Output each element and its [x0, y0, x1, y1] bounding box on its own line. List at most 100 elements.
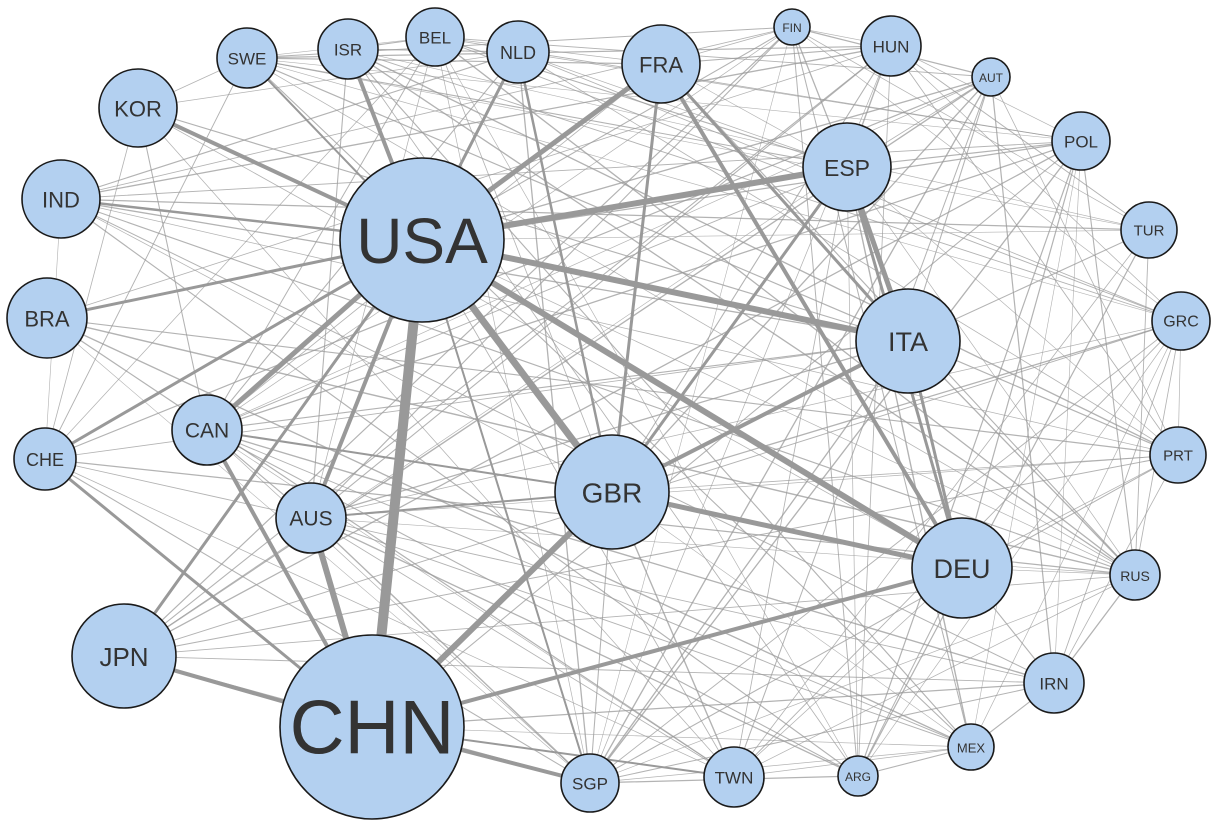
strong-edge-ita-fra: [659, 62, 910, 343]
edge-fin-tur: [791, 26, 1150, 231]
edge-pol-arg: [857, 140, 1082, 777]
node-circle-pol: [1051, 111, 1111, 171]
node-fin: FIN: [773, 8, 811, 46]
strong-edge-usa-sgp: [421, 239, 591, 784]
strong-edge-gbr-nld: [516, 50, 614, 494]
edge-mex-sgp: [589, 746, 972, 784]
node-ind: IND: [21, 159, 101, 239]
edge-isr-tur: [347, 48, 1150, 231]
edge-gbr-hun: [611, 45, 892, 493]
node-label-gbr: GBR: [582, 478, 643, 509]
strong-edge-gbr-can: [206, 429, 613, 493]
edge-can-bel: [206, 36, 436, 431]
node-label-isr: ISR: [334, 41, 362, 60]
edge-deu-pol: [961, 140, 1082, 569]
edge-esp-can: [206, 166, 848, 431]
edge-ind-prt: [60, 198, 1179, 456]
edge-hun-tur: [890, 45, 1150, 231]
strong-edge-gbr-esp: [610, 165, 849, 494]
edge-esp-mex: [846, 166, 972, 748]
node-mex: MEX: [947, 723, 995, 771]
edge-gbr-bel: [434, 36, 613, 493]
edge-deu-kor: [137, 107, 963, 569]
node-arg: ARG: [837, 755, 879, 797]
node-label-rus: RUS: [1120, 568, 1150, 584]
node-sgp: SGP: [560, 753, 620, 813]
node-label-usa: USA: [356, 205, 488, 277]
edge-gbr-ind: [60, 198, 613, 493]
edge-rus-twn: [733, 574, 1136, 778]
node-label-kor: KOR: [114, 97, 162, 122]
edge-swe-rus: [246, 57, 1136, 576]
edge-can-mex: [206, 429, 972, 748]
node-label-chn: CHN: [290, 686, 455, 771]
edge-bra-prt: [46, 317, 1179, 456]
edge-kor-can: [137, 107, 208, 431]
edge-fin-grc: [791, 26, 1182, 322]
edge-ita-can: [206, 340, 909, 431]
node-nld: NLD: [486, 20, 550, 84]
node-bel: BEL: [405, 7, 465, 67]
nodes: USACHNGBRDEUITAESPFRAJPNKORINDBRACANAUSC…: [6, 7, 1211, 820]
node-grc: GRC: [1151, 291, 1211, 351]
node-circle-gbr: [554, 434, 670, 550]
edge-can-sgp: [206, 429, 591, 784]
node-circle-mex: [947, 723, 995, 771]
node-irn: IRN: [1023, 652, 1085, 714]
node-circle-sgp: [560, 753, 620, 813]
edge-hun-prt: [890, 45, 1179, 456]
strong-edge-gbr-deu: [609, 489, 965, 571]
node-label-ita: ITA: [888, 327, 928, 357]
edge-ind-pol: [60, 140, 1082, 200]
node-esp: ESP: [802, 122, 892, 212]
edge-hun-grc: [890, 45, 1182, 322]
node-circle-aut: [971, 57, 1011, 97]
node-swe: SWE: [216, 27, 278, 89]
node-label-esp: ESP: [824, 155, 870, 181]
edge-swe-mex: [246, 57, 972, 748]
node-label-bel: BEL: [419, 29, 451, 48]
edge-grc-arg: [857, 320, 1182, 777]
node-label-sgp: SGP: [572, 775, 608, 794]
edge-pol-mex: [970, 140, 1082, 748]
edge-irn-sgp: [589, 682, 1055, 784]
edge-pol-irn: [1053, 140, 1082, 684]
node-circle-swe: [216, 27, 278, 89]
edge-esp-twn: [733, 166, 848, 778]
node-circle-jpn: [71, 603, 177, 709]
node-tur: TUR: [1120, 201, 1178, 259]
node-twn: TWN: [703, 746, 765, 808]
node-gbr: GBR: [554, 434, 670, 550]
node-isr: ISR: [317, 18, 379, 80]
edge-tur-rus: [1134, 229, 1150, 576]
node-label-hun: HUN: [873, 38, 910, 57]
node-circle-fra: [621, 24, 701, 104]
edge-che-swe: [44, 57, 248, 460]
edge-grc-mex: [970, 320, 1182, 748]
edge-usa-tur: [421, 229, 1150, 241]
strong-edge-usa-deu: [419, 237, 965, 571]
edge-kor-nld: [137, 51, 519, 109]
edge-gbr-aut: [611, 76, 992, 493]
edge-kor-che: [44, 107, 139, 460]
node-circle-che: [13, 427, 77, 491]
node-circle-can: [171, 394, 243, 466]
node-circle-deu: [911, 517, 1013, 619]
node-circle-prt: [1149, 426, 1207, 484]
edge-isr-grc: [347, 48, 1182, 322]
node-label-can: CAN: [185, 420, 229, 443]
node-label-ind: IND: [42, 188, 80, 213]
edge-prt-sgp: [589, 454, 1179, 784]
edge-fra-swe: [246, 57, 662, 65]
node-circle-twn: [703, 746, 765, 808]
edge-rus-sgp: [589, 574, 1136, 784]
edge-pol-rus: [1080, 140, 1136, 576]
edge-ind-nld: [60, 51, 519, 200]
node-aus: AUS: [275, 482, 347, 554]
edge-pol-sgp: [589, 140, 1082, 784]
node-label-aus: AUS: [289, 508, 332, 531]
edge-gbr-grc: [611, 320, 1182, 493]
edge-fin-arg: [791, 26, 859, 777]
edge-bra-mex: [46, 317, 972, 748]
edge-aut-sgp: [589, 76, 992, 784]
